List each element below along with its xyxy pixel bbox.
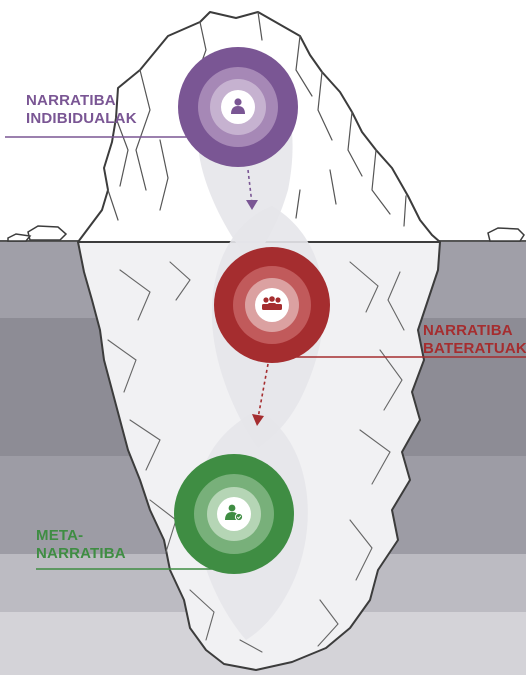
- label-shared-line-2: BATERATUAK: [423, 340, 526, 358]
- circle-meta: [174, 454, 294, 574]
- circle-shared: [214, 247, 330, 363]
- label-meta-line-1: META-: [36, 527, 126, 545]
- label-shared-line-1: NARRATIBA: [423, 322, 526, 340]
- circle-individual: [178, 47, 298, 167]
- label-individual: NARRATIBA INDIBIDUALAK: [26, 92, 137, 128]
- label-meta: META- NARRATIBA: [36, 527, 126, 563]
- label-individual-line-2: INDIBIDUALAK: [26, 110, 137, 128]
- label-individual-line-1: NARRATIBA: [26, 92, 137, 110]
- label-meta-line-2: NARRATIBA: [36, 545, 126, 563]
- label-shared: NARRATIBA BATERATUAK: [423, 322, 526, 358]
